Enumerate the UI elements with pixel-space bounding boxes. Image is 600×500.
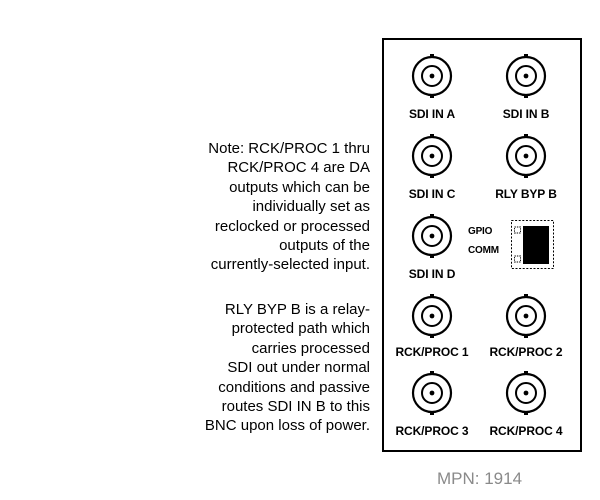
rear-panel: SDI IN A SDI IN B SDI IN C <box>382 38 582 452</box>
bnc-connector-icon <box>410 214 454 258</box>
note-line: routes SDI IN B to this <box>221 398 370 416</box>
note-line: RCK/PROC 4 are DA <box>227 159 370 177</box>
bnc-connector-icon <box>504 371 548 415</box>
connector-label: RCK/PROC 2 <box>489 345 563 359</box>
note-line: carries processed <box>251 339 370 357</box>
bnc-connector-icon <box>410 294 454 338</box>
connector-label: RCK/PROC 3 <box>395 424 469 438</box>
connector-label: RCK/PROC 1 <box>395 345 469 359</box>
gpio-comm-terminal-icon <box>467 220 554 269</box>
note-line: currently-selected input. <box>210 256 370 274</box>
note-line: outputs of the <box>279 237 370 255</box>
note-rly-byp: RLY BYP B is a relay- protected path whi… <box>205 300 370 436</box>
bnc-connector-icon <box>410 371 454 415</box>
bnc-connector-icon <box>410 134 454 178</box>
note-line: reclocked or processed <box>214 217 370 235</box>
note-line: SDI out under normal <box>227 359 370 377</box>
gpio-label: GPIO <box>468 226 493 237</box>
connector-label: SDI IN A <box>408 107 456 121</box>
note-line: Note: RCK/PROC 1 thru <box>208 140 370 157</box>
connector-label: SDI IN C <box>408 187 456 201</box>
note-line: RLY BYP B is a relay- <box>224 301 370 318</box>
note-line: BNC upon loss of power. <box>204 417 370 435</box>
note-line: individually set as <box>252 198 370 216</box>
note-line: outputs which can be <box>229 178 370 196</box>
bnc-connector-icon <box>410 54 454 98</box>
bnc-connector-icon <box>504 134 548 178</box>
comm-label: COMM <box>468 245 499 256</box>
model-part-number: MPN: 1914 <box>437 469 523 488</box>
note-line: conditions and passive <box>218 378 370 396</box>
connector-label: SDI IN B <box>502 107 550 121</box>
note-line: protected path which <box>231 320 370 338</box>
connector-label: RLY BYP B <box>495 187 557 201</box>
connector-label: SDI IN D <box>408 267 456 281</box>
connector-label: RCK/PROC 4 <box>489 424 563 438</box>
bnc-connector-icon <box>504 54 548 98</box>
note-rck-proc: Note: RCK/PROC 1 thru RCK/PROC 4 are DA … <box>208 139 370 275</box>
bnc-connector-icon <box>504 294 548 338</box>
